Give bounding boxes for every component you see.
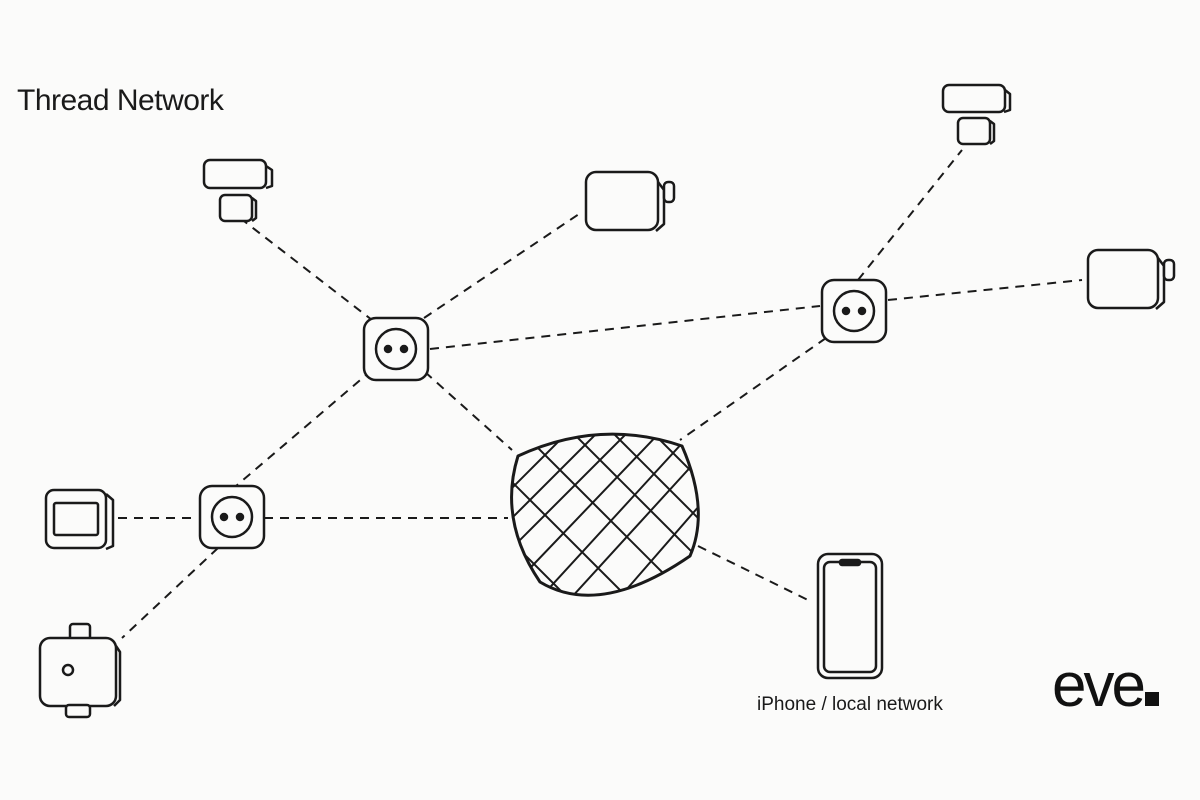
- homepod-mini-icon: [510, 432, 700, 597]
- connection-line: [697, 545, 813, 603]
- water-valve-icon: [38, 622, 122, 719]
- connection-line: [235, 369, 373, 487]
- connection-line: [121, 547, 219, 639]
- eve-logo: eve: [1052, 650, 1159, 721]
- connection-line: [423, 211, 583, 319]
- connection-lines: [118, 149, 1083, 639]
- logo-dot: [1144, 692, 1159, 706]
- smart-plug-icon: [362, 316, 430, 382]
- radiator-thermostat-icon: [584, 170, 676, 232]
- connection-line: [424, 371, 513, 451]
- iphone-icon: [816, 552, 884, 680]
- logo-text: eve: [1052, 651, 1146, 720]
- connection-line: [239, 217, 373, 321]
- contact-sensor-icon: [202, 158, 274, 223]
- connection-line: [857, 149, 963, 281]
- iphone-caption: iPhone / local network: [757, 694, 943, 715]
- connection-line: [679, 337, 827, 441]
- radiator-thermostat-icon: [1086, 248, 1176, 310]
- smart-plug-icon: [198, 484, 266, 550]
- connection-line: [429, 305, 821, 350]
- diagram-title: Thread Network: [17, 84, 224, 117]
- connection-line: [887, 279, 1083, 301]
- contact-sensor-icon: [941, 83, 1012, 146]
- display-sensor-icon: [44, 488, 115, 551]
- smart-plug-icon: [820, 278, 888, 344]
